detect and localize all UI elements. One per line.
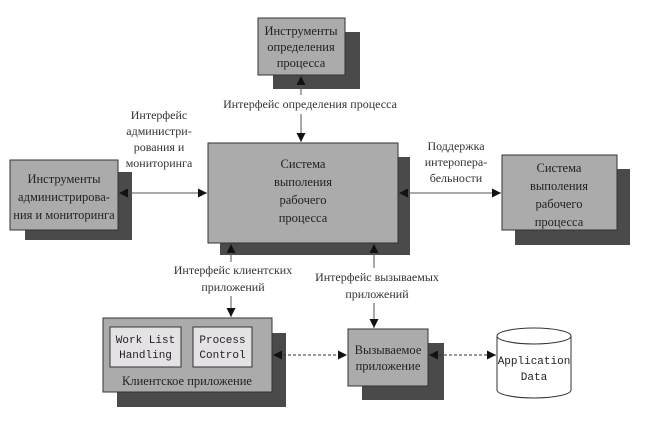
svg-text:Интерфейс клиентских: Интерфейс клиентских (174, 263, 292, 277)
work-list-handling-box: Work List Handling (109, 326, 182, 368)
admin-monitoring-tools-box: Инструменты администрирова- ния и монито… (9, 159, 132, 240)
svg-text:ния и мониторинга: ния и мониторинга (13, 208, 115, 222)
svg-text:Вызываемое: Вызываемое (355, 343, 422, 357)
svg-text:Work List: Work List (116, 335, 175, 347)
svg-text:процесса: процесса (535, 215, 584, 229)
interoperability-label: Поддержка интеропера- бельности (425, 139, 487, 185)
client-interface-label: Интерфейс клиентских приложений (174, 263, 292, 294)
svg-text:администри-: администри- (126, 124, 191, 138)
svg-text:рабочего: рабочего (536, 197, 583, 211)
svg-text:Application: Application (498, 356, 571, 368)
process-definition-tools-box: Инструменты определения процесса (257, 17, 360, 89)
svg-text:Система: Система (281, 157, 326, 171)
svg-text:Клиентское приложение: Клиентское приложение (122, 374, 252, 388)
svg-text:Handling: Handling (119, 350, 172, 362)
workflow-engine-box: Система выполения рабочего процесса (207, 142, 410, 255)
svg-text:администрирова-: администрирова- (18, 190, 110, 204)
svg-text:приложение: приложение (356, 359, 421, 373)
svg-text:Инструменты: Инструменты (27, 172, 101, 186)
client-application-box: Work List Handling Process Control Клиен… (102, 317, 286, 407)
svg-text:процесса: процесса (279, 211, 328, 225)
svg-text:выполения: выполения (274, 175, 332, 189)
process-control-box: Process Control (192, 326, 253, 368)
svg-text:выполения: выполения (530, 179, 588, 193)
svg-text:бельности: бельности (430, 171, 483, 185)
invoked-interface-label: Интерфейс вызываемых приложений (315, 270, 439, 301)
process-definition-interface-label: Интерфейс определения процесса (223, 97, 397, 111)
svg-text:процесса: процесса (277, 56, 326, 70)
svg-text:приложений: приложений (345, 287, 409, 301)
svg-text:рабочего: рабочего (280, 193, 327, 207)
other-workflow-engine-box: Система выполения рабочего процесса (501, 154, 630, 245)
svg-text:Система: Система (537, 161, 582, 175)
connectors (119, 76, 501, 360)
svg-text:мониторинга: мониторинга (126, 156, 193, 170)
svg-text:Control: Control (199, 350, 245, 362)
invoked-application-box: Вызываемое приложение (347, 328, 444, 400)
svg-text:интеропера-: интеропера- (425, 155, 487, 169)
svg-text:Поддержка: Поддержка (427, 139, 485, 153)
svg-text:Интерфейс: Интерфейс (131, 108, 188, 122)
svg-text:Интерфейс вызываемых: Интерфейс вызываемых (315, 270, 439, 284)
svg-text:Process: Process (199, 335, 245, 347)
svg-text:Data: Data (521, 372, 548, 384)
admin-interface-label: Интерфейс администри- рования и монитори… (126, 108, 193, 170)
svg-text:рования и: рования и (134, 140, 185, 154)
svg-text:определения: определения (267, 40, 335, 54)
svg-text:Инструменты: Инструменты (264, 24, 338, 38)
svg-text:приложений: приложений (201, 280, 265, 294)
application-data-cylinder: Application Data (496, 327, 572, 399)
